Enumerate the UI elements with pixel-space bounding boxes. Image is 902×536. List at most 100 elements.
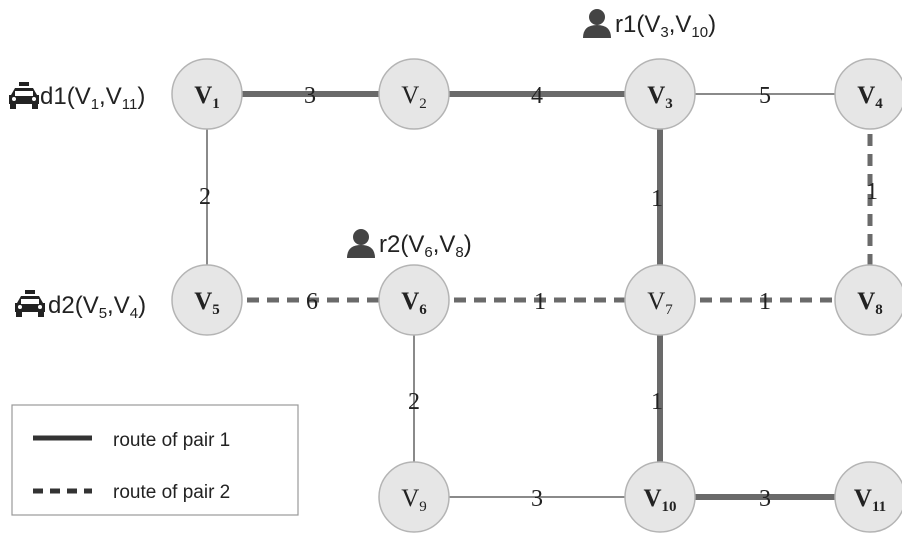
edge-weight-v7-v8: 1 (759, 289, 771, 315)
node-label-subscript: 1 (212, 96, 220, 112)
node-v2: V2 (378, 58, 450, 130)
node-circle (834, 58, 902, 130)
node-v7: V7 (624, 264, 696, 336)
node-label: V5 (194, 288, 220, 318)
node-label-subscript: 11 (872, 499, 886, 515)
node-v3: V3 (624, 58, 696, 130)
node-label: V1 (194, 82, 220, 112)
car-icon (9, 82, 39, 109)
edge-weight-v10-v11: 3 (759, 486, 771, 512)
pair-subscript: 1 (91, 96, 99, 113)
edge-weight-v1-v2: 3 (304, 83, 316, 109)
node-label-subscript: 7 (665, 302, 673, 318)
edge-weight-v7-v10: 1 (651, 389, 663, 415)
pair-literal: ,V (99, 83, 122, 110)
pair-literal: ) (708, 11, 716, 38)
node-circle (171, 264, 243, 336)
node-label: V9 (401, 485, 427, 515)
pair-name: d1 (40, 83, 67, 110)
pair-label-text: d1(V1,V11) (40, 83, 145, 113)
node-label-base: V (643, 485, 661, 512)
pair-literal: (V (75, 292, 99, 319)
edge-weight-v2-v3: 4 (531, 83, 543, 109)
node-v5: V5 (171, 264, 243, 336)
legend-label-pair2: route of pair 2 (113, 482, 230, 503)
edge-weight-v1-v5: 2 (199, 184, 211, 210)
edge-weight-v5-v6: 6 (306, 289, 318, 315)
node-label: V6 (401, 288, 427, 318)
node-label: V10 (643, 485, 676, 515)
pair-literal: ) (137, 83, 145, 110)
pair-literal: (V (400, 231, 424, 258)
car-icon (15, 290, 45, 317)
pair-literal: ) (138, 292, 146, 319)
node-v1: V1 (171, 58, 243, 130)
pair-label-text: d2(V5,V4) (48, 292, 146, 322)
node-label-base: V (647, 288, 665, 315)
node-label-subscript: 2 (419, 96, 427, 112)
pair-literal: ) (464, 231, 472, 258)
node-v11: V11 (834, 461, 902, 533)
node-label-base: V (401, 288, 419, 315)
node-circle (624, 264, 696, 336)
node-label-base: V (194, 288, 212, 315)
node-label-subscript: 8 (875, 302, 883, 318)
edge-weight-v6-v7: 1 (534, 289, 546, 315)
driver-d2: d2(V5,V4) (15, 290, 146, 322)
node-label-base: V (194, 82, 212, 109)
node-circle (378, 58, 450, 130)
node-label-subscript: 10 (662, 499, 677, 515)
node-label-subscript: 4 (875, 96, 883, 112)
node-label: V3 (647, 82, 673, 112)
rider-r1: r1(V3,V10) (583, 9, 716, 41)
node-v4: V4 (834, 58, 902, 130)
pair-name: r1 (615, 11, 636, 38)
edge-weight-v4-v8: 1 (866, 179, 878, 205)
pair-subscript: 4 (130, 305, 138, 322)
node-circle (171, 58, 243, 130)
node-circle (834, 461, 902, 533)
node-circle (834, 264, 902, 336)
pair-subscript: 5 (99, 305, 107, 322)
node-circle (378, 461, 450, 533)
pair-literal: ,V (669, 11, 692, 38)
edge-weight-v3-v4: 5 (759, 83, 771, 109)
pair-literal: (V (67, 83, 91, 110)
pair-subscript: 6 (424, 244, 432, 261)
drivers: d1(V1,V11)d2(V5,V4) (9, 82, 146, 322)
node-label-subscript: 9 (419, 499, 427, 515)
node-label: V4 (857, 82, 883, 112)
person-icon (583, 9, 611, 38)
node-label-base: V (854, 485, 872, 512)
node-label: V2 (401, 82, 427, 112)
pair-subscript: 3 (660, 24, 668, 41)
node-label: V7 (647, 288, 673, 318)
pair-name: r2 (379, 231, 400, 258)
edge-weight-v6-v9: 2 (408, 389, 420, 415)
pair-subscript: 11 (122, 96, 138, 113)
node-label-base: V (857, 288, 875, 315)
node-v8: V8 (834, 264, 902, 336)
node-label-base: V (401, 485, 419, 512)
edge-weight-v9-v10: 3 (531, 486, 543, 512)
node-circle (624, 461, 696, 533)
node-label-subscript: 5 (212, 302, 220, 318)
pair-literal: ,V (107, 292, 130, 319)
pair-subscript: 8 (455, 244, 463, 261)
node-label-base: V (401, 82, 419, 109)
pair-literal: ,V (433, 231, 456, 258)
node-label: V8 (857, 288, 883, 318)
node-circle (378, 264, 450, 336)
node-label-subscript: 6 (419, 302, 427, 318)
node-circle (624, 58, 696, 130)
node-label-base: V (857, 82, 875, 109)
node-label: V11 (854, 485, 886, 515)
node-v9: V9 (378, 461, 450, 533)
edge-weight-v3-v7: 1 (651, 186, 663, 212)
pair-name: d2 (48, 292, 75, 319)
